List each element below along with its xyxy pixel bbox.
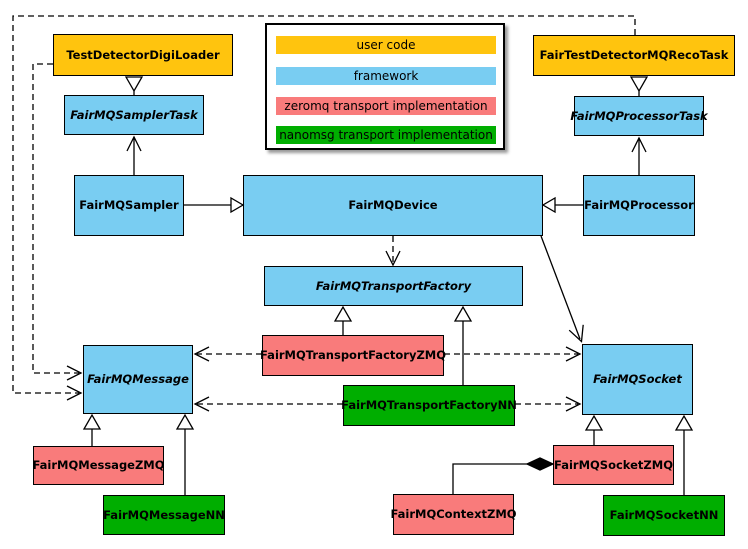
node-fairmq-context-zmq: FairMQContextZMQ [390, 494, 517, 535]
edge-factory-zmq-socket [444, 346, 582, 362]
node-fairmq-socket: FairMQSocket [582, 344, 693, 415]
node-fairmq-transport-factory-zmq: FairMQTransportFactoryZMQ [260, 335, 446, 376]
edge-factory-nn-socket [515, 396, 582, 412]
edge-factory-nn-factory [453, 305, 473, 385]
edge-processor-device [541, 196, 583, 214]
edge-message-nn-message [175, 413, 195, 495]
edge-factory-zmq-message [193, 346, 262, 362]
node-fairmq-transport-factory: FairMQTransportFactory [264, 266, 523, 306]
legend-box: user code framework zeromq transport imp… [265, 23, 505, 150]
node-fairmq-device: FairMQDevice [243, 175, 543, 236]
node-fairmq-processor-task: FairMQProcessorTask [570, 96, 708, 136]
edge-reco-task-processor-task [629, 76, 649, 96]
node-fair-test-detector-mq-reco-task: FairTestDetectorMQRecoTask [533, 35, 735, 76]
edge-socket-nn-socket [674, 414, 694, 495]
node-fairmq-socket-zmq: FairMQSocketZMQ [553, 445, 674, 485]
node-fairmq-processor: FairMQProcessor [583, 175, 695, 236]
edge-device-socket [540, 235, 584, 343]
node-test-detector-digi-loader: TestDetectorDigiLoader [53, 34, 233, 76]
node-fairmq-sampler: FairMQSampler [74, 175, 184, 236]
node-fairmq-socket-nn: FairMQSocketNN [603, 495, 725, 536]
legend-item-framework: framework [276, 67, 496, 85]
node-fairmq-message: FairMQMessage [83, 345, 193, 414]
node-fairmq-sampler-task: FairMQSamplerTask [64, 95, 204, 135]
edge-context-zmq-socket-zmq [452, 457, 555, 494]
node-fairmq-message-nn: FairMQMessageNN [103, 495, 225, 535]
legend-item-nanomsg: nanomsg transport implementation [276, 126, 496, 144]
edge-processor-processor-task [631, 136, 647, 175]
edge-sampler-sampler-task [126, 135, 142, 175]
node-fairmq-transport-factory-nn: FairMQTransportFactoryNN [341, 385, 517, 426]
node-fairmq-message-zmq: FairMQMessageZMQ [32, 446, 165, 485]
edge-factory-zmq-factory [333, 305, 353, 335]
edge-sampler-device [184, 196, 245, 214]
legend-item-zeromq: zeromq transport implementation [276, 97, 496, 115]
legend-item-user-code: user code [276, 36, 496, 54]
edge-digi-loader-sampler-task [124, 76, 144, 95]
edge-factory-nn-message [193, 396, 343, 412]
edge-message-zmq-message [82, 413, 102, 446]
edge-device-transport-factory [385, 236, 401, 267]
edge-socket-zmq-socket [584, 414, 604, 445]
